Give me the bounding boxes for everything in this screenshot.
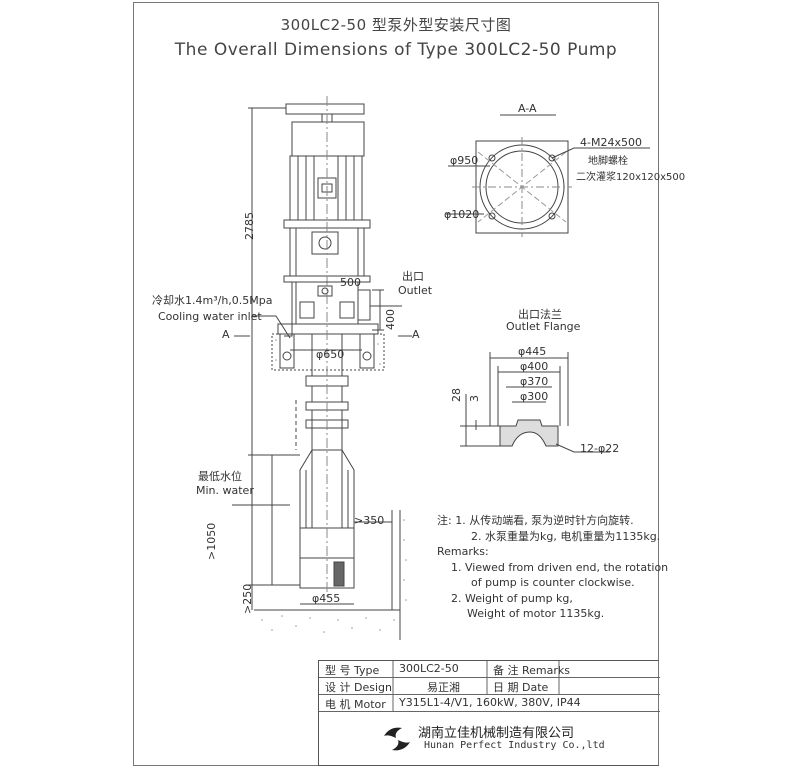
- design-label: 设 计 Design: [325, 681, 392, 694]
- dim-phi455: φ455: [312, 592, 341, 605]
- outlet-flange-side: [357, 289, 371, 321]
- dim-phi950: φ950: [450, 154, 479, 167]
- dim-350: >350: [354, 514, 385, 527]
- motor-cap: [285, 103, 365, 115]
- note-cn-2: 2. 水泵重量为kg, 电机重量为1135kg.: [471, 529, 661, 543]
- title-block-row-motor: 电 机 Motor Y315L1-4/V1, 160kW, 380V, IP44: [319, 695, 660, 712]
- note-en-2b: Weight of motor 1135kg.: [467, 607, 605, 620]
- flange-h28: 28: [450, 388, 463, 402]
- dim-phi650: φ650: [316, 348, 345, 361]
- remarks-heading: Remarks:: [437, 545, 489, 558]
- note-cn-1: 注: 1. 从传动端看, 泵为逆时针方向旋转.: [437, 514, 634, 527]
- dim-1050: >1050: [205, 522, 218, 560]
- dim-phi1020: φ1020: [444, 208, 480, 221]
- section-marker-left: A: [222, 328, 230, 341]
- section-marker-right: A: [412, 328, 420, 341]
- company-name-en: Hunan Perfect Industry Co.,ltd: [424, 740, 605, 751]
- outlet-flange-en: Outlet Flange: [506, 320, 581, 333]
- type-label: 型 号 Type: [325, 664, 380, 677]
- flange-holes: 12-φ22: [580, 442, 620, 455]
- title-english: The Overall Dimensions of Type 300LC2-50…: [174, 40, 618, 60]
- motor-body: [289, 155, 363, 221]
- note-en-2: 2. Weight of pump kg,: [451, 591, 573, 605]
- min-water-en: Min. water: [196, 484, 254, 497]
- motor-top: [291, 121, 365, 157]
- flange-d300: φ300: [520, 390, 549, 403]
- note-en-1: 1. Viewed from driven end, the rotation: [451, 560, 669, 574]
- section-aa-title: A-A: [518, 102, 537, 115]
- title-block-row-type: 型 号 Type 300LC2-50 备 注 Remarks: [319, 661, 660, 678]
- title-chinese: 300LC2-50 型泵外型安装尺寸图: [280, 16, 512, 34]
- grout-label: 二次灌浆120x120x500: [576, 172, 686, 183]
- outlet-label-en: Outlet: [398, 284, 433, 297]
- title-block: 型 号 Type 300LC2-50 备 注 Remarks 设 计 Desig…: [318, 660, 660, 766]
- motor-label: 电 机 Motor: [325, 698, 386, 711]
- company-name-cn: 湖南立佳机械制造有限公司: [418, 726, 575, 741]
- flange-d400: φ400: [520, 360, 549, 373]
- outlet-flange-cn: 出口法兰: [518, 308, 562, 321]
- dim-2785: 2785: [243, 212, 256, 240]
- base-plate: [277, 323, 379, 335]
- flange-d445: φ445: [518, 345, 547, 358]
- cooling-label-en: Cooling water inlet: [158, 310, 262, 323]
- section-aa-view: [446, 114, 650, 237]
- date-label: 日 期 Date: [493, 681, 549, 694]
- anchor-bolt-label: 地脚螺栓: [588, 156, 628, 167]
- title-block-row-design: 设 计 Design 易正湘 日 期 Date: [319, 678, 660, 695]
- bolts-label: 4-M24x500: [580, 136, 642, 149]
- dim-500: 500: [340, 276, 361, 289]
- note-en-1b: of pump is counter clockwise.: [471, 576, 635, 589]
- design-value: 易正湘: [427, 681, 460, 694]
- outlet-label-cn: 出口: [402, 270, 424, 283]
- cooling-label-cn: 冷却水1.4m³/h,0.5Mpa: [152, 294, 273, 307]
- outlet-flange-drawing: [460, 352, 610, 453]
- flange-h3: 3: [468, 395, 481, 402]
- dim-250: >250: [241, 583, 254, 614]
- remarks-label: 备 注 Remarks: [493, 664, 570, 677]
- company-logo-icon: [384, 727, 410, 751]
- motor-value: Y315L1-4/V1, 160kW, 380V, IP44: [399, 696, 581, 709]
- min-water-cn: 最低水位: [198, 470, 242, 483]
- notes-block: 注: 1. 从传动端看, 泵为逆时针方向旋转. 2. 水泵重量为kg, 电机重量…: [437, 513, 668, 622]
- dim-400: 400: [384, 309, 397, 330]
- type-value: 300LC2-50: [399, 662, 459, 675]
- flange-d370: φ370: [520, 375, 549, 388]
